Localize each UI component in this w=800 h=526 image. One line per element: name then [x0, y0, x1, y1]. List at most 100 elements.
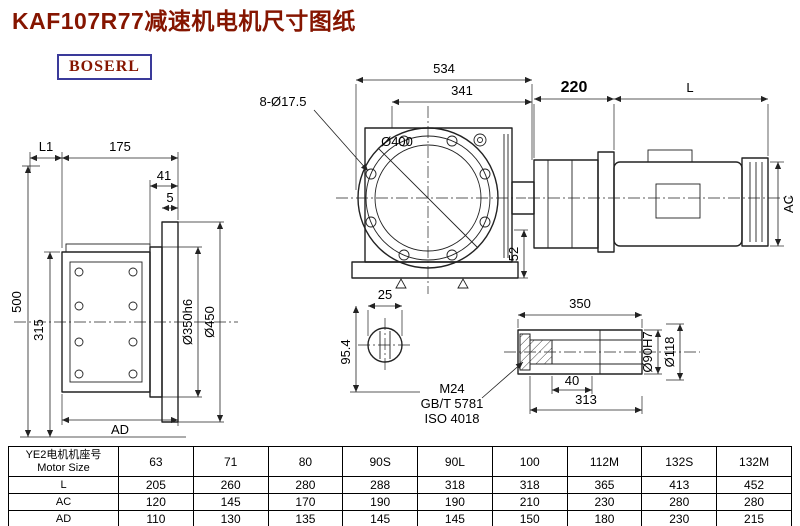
dim-L: L: [614, 80, 769, 156]
dim-value-cell: 130: [192, 510, 269, 526]
table-row-AD: AD 110 130 135 145 145 150 180 230 215: [8, 510, 792, 526]
size-header: 100: [491, 446, 568, 477]
terminal-box: [647, 149, 693, 163]
dim-d90: Ø90H7: [640, 329, 662, 375]
dim-d450-label: Ø450: [202, 306, 217, 338]
dim-25-label: 25: [378, 287, 392, 302]
gearbox-top-step: [65, 243, 151, 253]
motor-nameplate: [655, 183, 701, 219]
dim-40-label: 40: [565, 373, 579, 388]
dim-534-label: 534: [433, 61, 455, 76]
dim-d350: Ø350h6: [158, 246, 202, 398]
dim-AD-label: AD: [111, 422, 129, 437]
size-header: 132S: [641, 446, 718, 477]
housing-base: [351, 261, 519, 279]
dim-value-cell: 145: [342, 510, 419, 526]
dim-value-cell: 260: [192, 476, 269, 494]
dim-value-cell: 452: [716, 476, 792, 494]
dim-350-label: 350: [569, 296, 591, 311]
bolt-note-label: 8-Ø17.5: [260, 94, 307, 109]
motor-dimension-table: YE2电机机座号 Motor Size 63 71 80 90S 90L 100…: [8, 446, 792, 526]
shaft-end-circle: [367, 327, 403, 363]
fan-cowl: [741, 157, 769, 247]
dim-341: 341: [391, 83, 532, 128]
dim-value-cell: 280: [267, 476, 344, 494]
dim-value-cell: 288: [342, 476, 419, 494]
dim-175: 175: [61, 139, 179, 248]
bolt-spec-note: M24 GB/T 5781 ISO 4018: [421, 361, 524, 426]
dim-value-cell: 145: [192, 493, 269, 511]
front-view: Ø400 534 341 8-Ø17.5 52: [260, 61, 535, 294]
dim-5-label: 5: [166, 190, 173, 205]
dim-value-cell: 230: [641, 510, 718, 526]
size-header: 71: [192, 446, 269, 477]
dim-value-cell: 280: [716, 493, 792, 511]
dim-25: 25: [367, 287, 403, 336]
dim-value-cell: 365: [566, 476, 643, 494]
flange-circle-400: [357, 127, 499, 269]
bolt-circle: [365, 135, 491, 261]
table-row-AC: AC 120 145 170 190 190 210 230 280 280: [8, 493, 792, 511]
size-header: 90S: [342, 446, 419, 477]
dim-value-cell: 180: [566, 510, 643, 526]
dim-value-cell: 230: [566, 493, 643, 511]
rear-bolt-holes: [74, 267, 138, 379]
dim-d350-label: Ø350h6: [180, 299, 195, 345]
dim-L1: L1: [29, 139, 62, 172]
bolt-spec-iso: ISO 4018: [425, 411, 480, 426]
dim-value-cell: 145: [417, 510, 493, 526]
dim-40: 40: [551, 373, 593, 394]
dim-220-label: 220: [561, 79, 588, 96]
dim-95-4: 95.4: [338, 306, 420, 393]
size-header: 90L: [417, 446, 493, 477]
page-title: KAF107R77减速机电机尺寸图纸: [12, 8, 356, 34]
dim-value-cell: 280: [641, 493, 718, 511]
motor-flange: [597, 151, 615, 253]
dim-value-cell: 190: [417, 493, 493, 511]
dim-AC-label: AC: [781, 195, 796, 213]
dim-AD: AD: [61, 394, 179, 437]
dim-value-cell: 318: [417, 476, 493, 494]
dim-AC: AC: [770, 161, 796, 247]
dim-534: 534: [355, 61, 533, 190]
dim-341-label: 341: [451, 83, 473, 98]
dim-d118: Ø118: [662, 323, 684, 381]
dim-313-label: 313: [575, 392, 597, 407]
diameter-leader: [377, 147, 479, 249]
dim-41: 41: [149, 168, 178, 245]
dim-value-cell: 190: [342, 493, 419, 511]
washer-section: [519, 333, 531, 371]
size-header: 80: [267, 446, 344, 477]
motor-size-header-en: Motor Size: [37, 461, 90, 474]
foot-mark: [395, 278, 407, 289]
dim-value-cell: 215: [716, 510, 792, 526]
bolt-spec-gbt: GB/T 5781: [421, 396, 484, 411]
foot-mark: [457, 278, 469, 289]
bolt-note: 8-Ø17.5: [260, 94, 369, 172]
dim-value-cell: 110: [118, 510, 194, 526]
dim-value-cell: 210: [491, 493, 568, 511]
dim-d90-label: Ø90H7: [640, 331, 655, 372]
dim-value-cell: 135: [267, 510, 344, 526]
table-header-row: YE2电机机座号 Motor Size 63 71 80 90S 90L 100…: [8, 446, 792, 477]
bolt-spec-m24: M24: [439, 381, 464, 396]
dim-d118-label: Ø118: [662, 337, 677, 368]
dim-95-4-label: 95.4: [338, 339, 353, 364]
dim-value-cell: 413: [641, 476, 718, 494]
boserl-logo-text: BOSERL: [69, 58, 140, 75]
hollow-shaft: [517, 329, 643, 375]
size-header: 63: [118, 446, 194, 477]
dim-313: 313: [529, 376, 643, 414]
dim-350: 350: [517, 296, 643, 328]
dim-315: 315: [31, 251, 60, 437]
dim-value-cell: 205: [118, 476, 194, 494]
shaft-detail-view: 350 40 313 Ø90H7 Ø118 M24 GB/T: [421, 296, 700, 426]
dim-52: 52: [506, 229, 528, 279]
side-view: L1 175 41 5 500 315: [9, 139, 238, 438]
gearbox-rear-face: [69, 261, 143, 383]
flange-bolt-holes: [365, 135, 491, 261]
row-label: AC: [8, 493, 119, 511]
size-header: 112M: [566, 446, 643, 477]
dim-d400-label: Ø400: [381, 134, 413, 149]
